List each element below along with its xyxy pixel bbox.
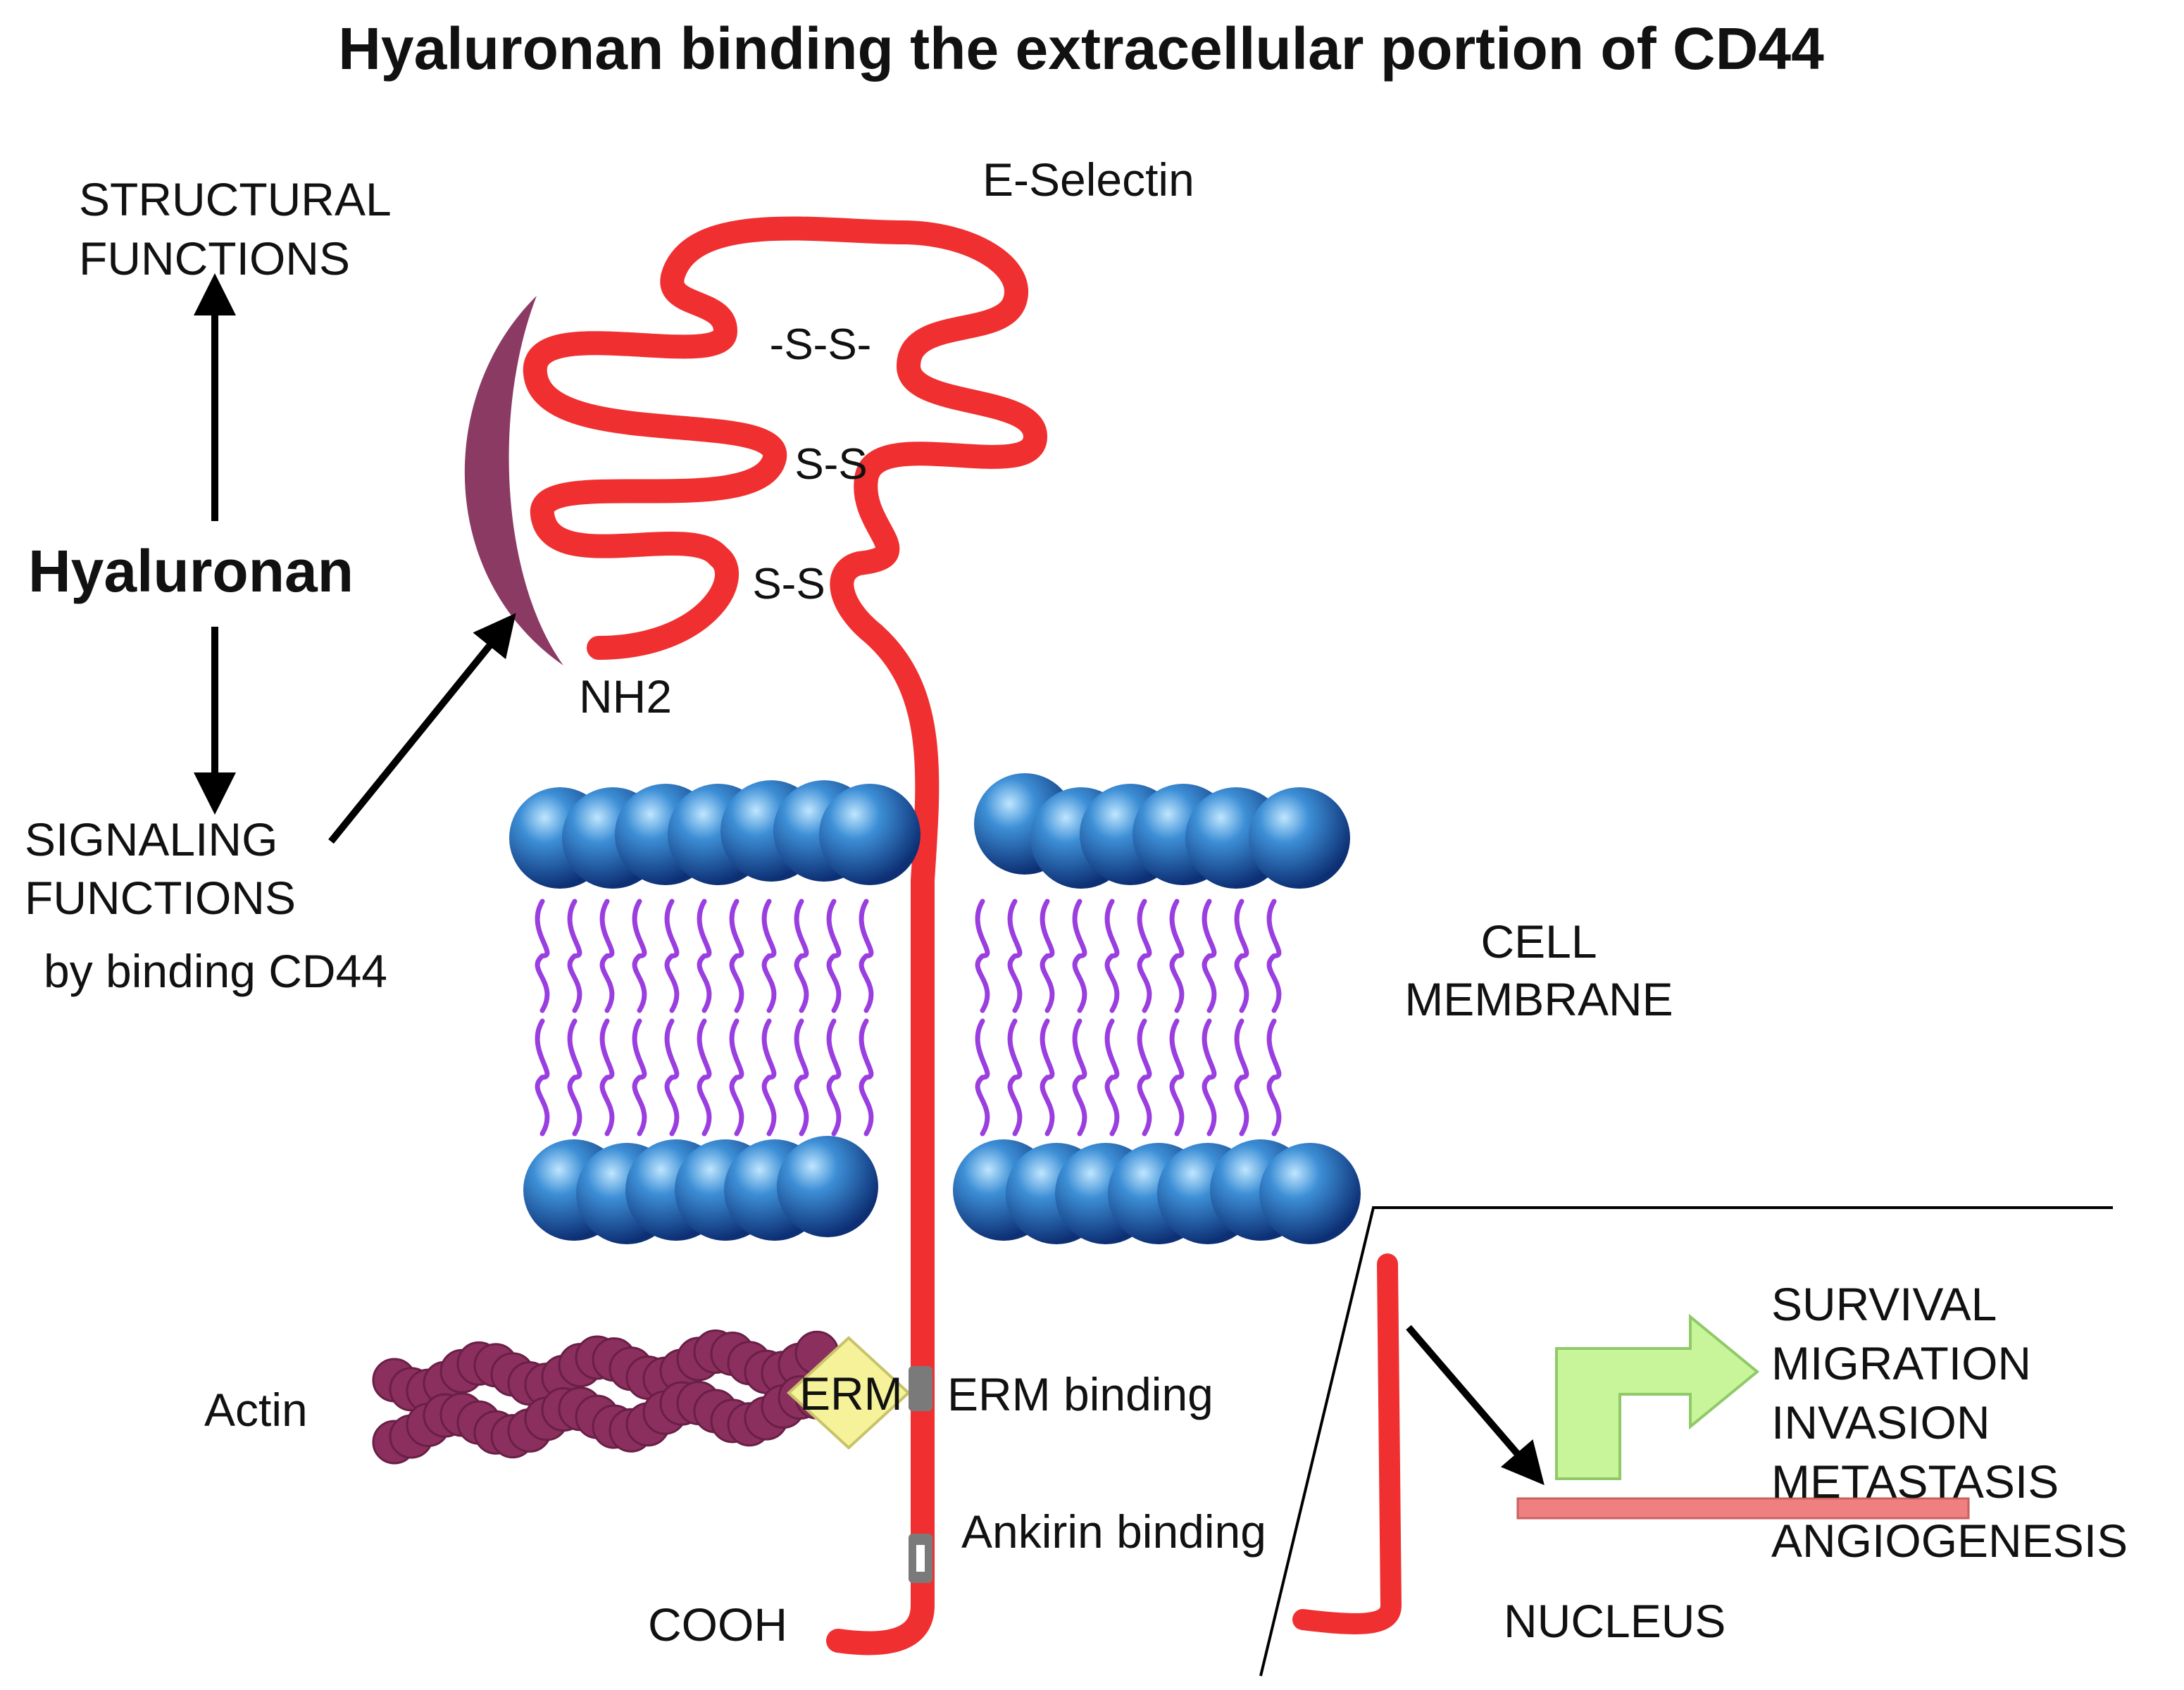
hyaluronan-label: Hyaluronan xyxy=(28,538,354,604)
cooh-label: COOH xyxy=(648,1598,787,1651)
lipid-tail xyxy=(1072,899,1087,1013)
nucleus-dna-bar xyxy=(1516,1497,1970,1520)
cd44-protein xyxy=(523,216,1047,1655)
lipid-tail xyxy=(567,1018,582,1137)
outcomes-list: SURVIVAL MIGRATION INVASION METASTASIS ANGIO… xyxy=(1771,1278,2128,1567)
cell-membrane xyxy=(509,773,1361,1244)
arrow-to-hyaluronan xyxy=(328,613,516,844)
erm-label: ERM xyxy=(799,1367,903,1420)
lipid-tail xyxy=(599,899,615,1013)
lipid-head xyxy=(819,784,921,885)
lipid-tail xyxy=(632,899,647,1013)
ankirin-binding-label: Ankirin binding xyxy=(961,1506,1266,1558)
outcome-survival: SURVIVAL xyxy=(1771,1278,1997,1330)
lipid-tail xyxy=(1007,1018,1023,1137)
lipid-tail xyxy=(1007,899,1023,1013)
outcome-invasion: INVASION xyxy=(1771,1396,1990,1448)
lipid-tail xyxy=(697,1018,712,1137)
lipid-tail xyxy=(1137,1018,1152,1137)
erm-binding-site xyxy=(909,1366,932,1411)
lipid-tail xyxy=(1072,1018,1087,1137)
hyaluronan-molecule xyxy=(464,296,563,665)
lipid-head xyxy=(1259,1143,1361,1244)
structural-functions-label-line1: STRUCTURAL xyxy=(79,173,392,225)
lipid-tail xyxy=(729,1018,744,1137)
disulfide-bond-2: S-S xyxy=(794,440,867,489)
lipid-tail xyxy=(1266,1018,1282,1137)
nucleus-label: NUCLEUS xyxy=(1504,1595,1726,1647)
nh2-label: NH2 xyxy=(579,670,672,722)
lipid-tail xyxy=(859,899,874,1013)
lipid-tail xyxy=(1040,1018,1055,1137)
cell-membrane-label-line2: MEMBRANE xyxy=(1404,973,1673,1025)
lipid-tail xyxy=(859,1018,874,1137)
outcome-metastasis: METASTASIS xyxy=(1771,1456,2059,1508)
erm-binding-label: ERM binding xyxy=(947,1368,1213,1420)
cd44-intracellular-fragment xyxy=(1292,1253,1402,1634)
lipid-tail xyxy=(975,899,990,1013)
diagram-title: Hyaluronan binding the extracellular por… xyxy=(338,15,1824,82)
lipid-tail xyxy=(1234,899,1249,1013)
lipid-tail xyxy=(1104,899,1120,1013)
outcome-migration: MIGRATION xyxy=(1771,1337,2031,1389)
signaling-functions-label-line2: FUNCTIONS xyxy=(25,872,296,924)
lipid-tail xyxy=(535,899,550,1013)
lipid-tail xyxy=(826,1018,842,1137)
outcome-angiogenesis: ANGIOGENESIS xyxy=(1771,1515,2128,1567)
disulfide-bond-3: S-S xyxy=(752,560,825,608)
lipid-tail xyxy=(761,899,777,1013)
lipid-tail xyxy=(1202,1018,1217,1137)
lipid-tail xyxy=(664,1018,680,1137)
signaling-functions-label-line1: SIGNALING xyxy=(25,813,277,865)
lipid-tail xyxy=(1169,1018,1185,1137)
lipid-tail xyxy=(1266,899,1282,1013)
lipid-tail xyxy=(632,1018,647,1137)
by-binding-cd44-label: by binding CD44 xyxy=(44,945,387,997)
actin-filament xyxy=(372,1329,840,1465)
arrow-to-nucleus xyxy=(1406,1325,1545,1486)
lipid-tail xyxy=(697,899,712,1013)
lipid-tail xyxy=(1169,899,1185,1013)
lipid-tail xyxy=(794,899,809,1013)
lipid-tail xyxy=(1104,1018,1120,1137)
disulfide-bond-1: -S-S- xyxy=(770,320,872,369)
transcription-signal-arrow xyxy=(1555,1313,1760,1480)
erm-protein xyxy=(787,1336,911,1450)
lipid-head xyxy=(777,1136,878,1237)
structural-functions-label-line2: FUNCTIONS xyxy=(79,232,350,284)
lipid-tail xyxy=(1202,899,1217,1013)
nucleus-panel-border xyxy=(1259,1206,2113,1677)
lipid-tail xyxy=(567,899,582,1013)
lipid-tail xyxy=(664,899,680,1013)
lipid-tail xyxy=(826,899,842,1013)
lipid-tail xyxy=(975,1018,990,1137)
lipid-head xyxy=(1249,787,1350,889)
lipid-tail xyxy=(794,1018,809,1137)
actin-label: Actin xyxy=(204,1384,308,1436)
lipid-tail xyxy=(729,899,744,1013)
lipid-tail xyxy=(599,1018,615,1137)
lipid-tail xyxy=(761,1018,777,1137)
lipid-tail xyxy=(535,1018,550,1137)
lipid-tail xyxy=(1040,899,1055,1013)
lipid-tail xyxy=(1234,1018,1249,1137)
lipid-tail xyxy=(1137,899,1152,1013)
cell-membrane-label-line1: CELL xyxy=(1480,915,1597,968)
e-selectin-label: E-Selectin xyxy=(982,154,1194,206)
